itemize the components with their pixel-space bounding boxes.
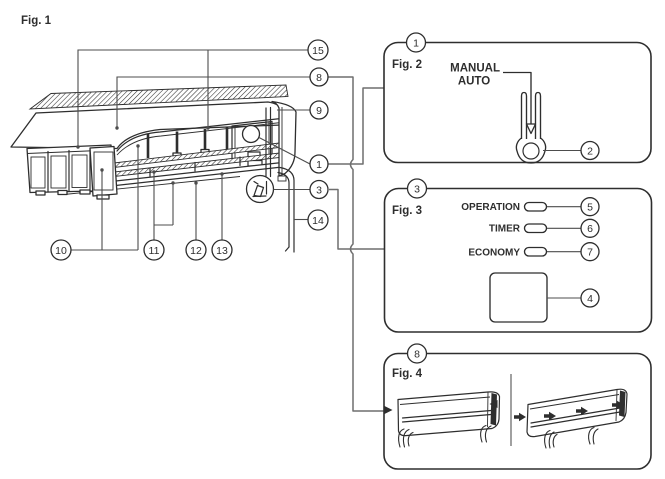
svg-text:8: 8	[316, 72, 322, 84]
slide-arrow-icon	[489, 400, 498, 408]
figure2-label: Fig. 2	[392, 59, 422, 71]
callout-1: 1	[309, 154, 329, 174]
callout-3: 3	[309, 179, 329, 200]
operation-label: OPERATION	[461, 202, 520, 213]
caution-figure-icon	[245, 174, 275, 204]
svg-text:3: 3	[316, 184, 322, 196]
svg-text:1: 1	[413, 37, 419, 49]
svg-text:4: 4	[587, 293, 593, 305]
svg-text:7: 7	[587, 247, 593, 259]
figure1: Fig. 1	[10, 15, 311, 253]
svg-text:9: 9	[316, 105, 322, 117]
callout-12: 12	[185, 239, 207, 261]
svg-text:3: 3	[414, 183, 420, 195]
indicator-row-timer: TIMER	[489, 223, 581, 235]
svg-text:13: 13	[216, 245, 228, 257]
slide-arrow-icon	[576, 406, 588, 416]
hand-icon	[480, 424, 492, 443]
callout-10: 10	[50, 239, 72, 261]
callout-11: 11	[143, 239, 165, 261]
right-end-cap	[265, 100, 297, 182]
manual-label: MANUAL	[450, 63, 500, 75]
press-arrow-icon	[503, 71, 537, 135]
hand-icon	[588, 426, 599, 445]
svg-text:5: 5	[587, 202, 593, 214]
figure4-panel: Fig. 4	[383, 352, 652, 470]
connector-to-fig3	[329, 188, 384, 250]
inner-frame-bars	[146, 127, 229, 158]
callout-7: 7	[580, 242, 600, 262]
callout-8: 8	[309, 67, 329, 87]
manual-auto-button-icon	[241, 124, 261, 144]
callout-fig4-8: 8	[406, 343, 428, 364]
led-lamp-icon	[523, 246, 548, 257]
air-filter-icon	[26, 144, 118, 200]
callouts: 15 8 9 1 3 14 10 11 12 13 1 2 3 5 6 7 4 …	[50, 32, 600, 364]
indicator-row-operation: OPERATION	[461, 201, 581, 213]
open-panel-step2-icon	[514, 388, 628, 449]
slide-arrow-icon	[514, 412, 526, 422]
connector-lines	[328, 76, 384, 412]
figure4-box	[383, 352, 652, 470]
svg-text:8: 8	[414, 348, 420, 360]
svg-text:14: 14	[312, 215, 324, 227]
timer-label: TIMER	[489, 224, 521, 235]
svg-text:11: 11	[149, 245, 160, 257]
svg-text:2: 2	[587, 145, 593, 157]
figure2-box	[383, 41, 652, 164]
led-lamp-icon	[523, 223, 548, 234]
hand-icon	[544, 429, 558, 449]
svg-text:12: 12	[190, 245, 202, 257]
callout-14: 14	[307, 209, 329, 231]
figure4-label: Fig. 4	[392, 368, 423, 380]
callout-15: 15	[307, 39, 329, 61]
slide-arrow-icon	[612, 400, 624, 410]
connector-to-fig2	[328, 87, 384, 165]
leader-lines	[71, 49, 311, 251]
callout-5: 5	[580, 197, 600, 217]
svg-text:1: 1	[316, 159, 322, 171]
figure2-panel: Fig. 2 MANUAL AUTO	[383, 41, 652, 164]
leader-dots	[76, 126, 224, 185]
slide-arrow-icon	[544, 411, 556, 421]
callout-4: 4	[580, 288, 600, 308]
callout-fig2-1: 1	[405, 32, 427, 53]
svg-text:15: 15	[312, 45, 324, 57]
figure3-label: Fig. 3	[392, 205, 422, 217]
callout-13: 13	[211, 239, 233, 261]
open-panel-step1-icon	[384, 391, 501, 448]
callout-6: 6	[580, 218, 600, 238]
manual-auto-button-icon	[515, 91, 547, 164]
economy-label: ECONOMY	[468, 248, 520, 259]
svg-text:6: 6	[587, 223, 593, 235]
figure1-label: Fig. 1	[21, 15, 52, 27]
callout-fig3-3: 3	[406, 178, 428, 199]
led-lamp-icon	[523, 201, 548, 212]
hand-icon	[398, 428, 414, 448]
outlet-frame	[116, 117, 282, 152]
auto-label: AUTO	[458, 76, 490, 88]
intake-grille-icon	[28, 84, 289, 110]
indicator-row-economy: ECONOMY	[468, 246, 581, 259]
callout-9: 9	[309, 100, 329, 120]
callout-2: 2	[580, 140, 600, 161]
connector-to-fig4	[328, 76, 384, 412]
figure3-panel: Fig. 3 OPERATION TIMER ECONOMY	[383, 187, 653, 333]
svg-text:10: 10	[55, 245, 67, 257]
slide-arrow-icon	[384, 406, 393, 414]
drain-pipe-icon	[277, 166, 295, 253]
